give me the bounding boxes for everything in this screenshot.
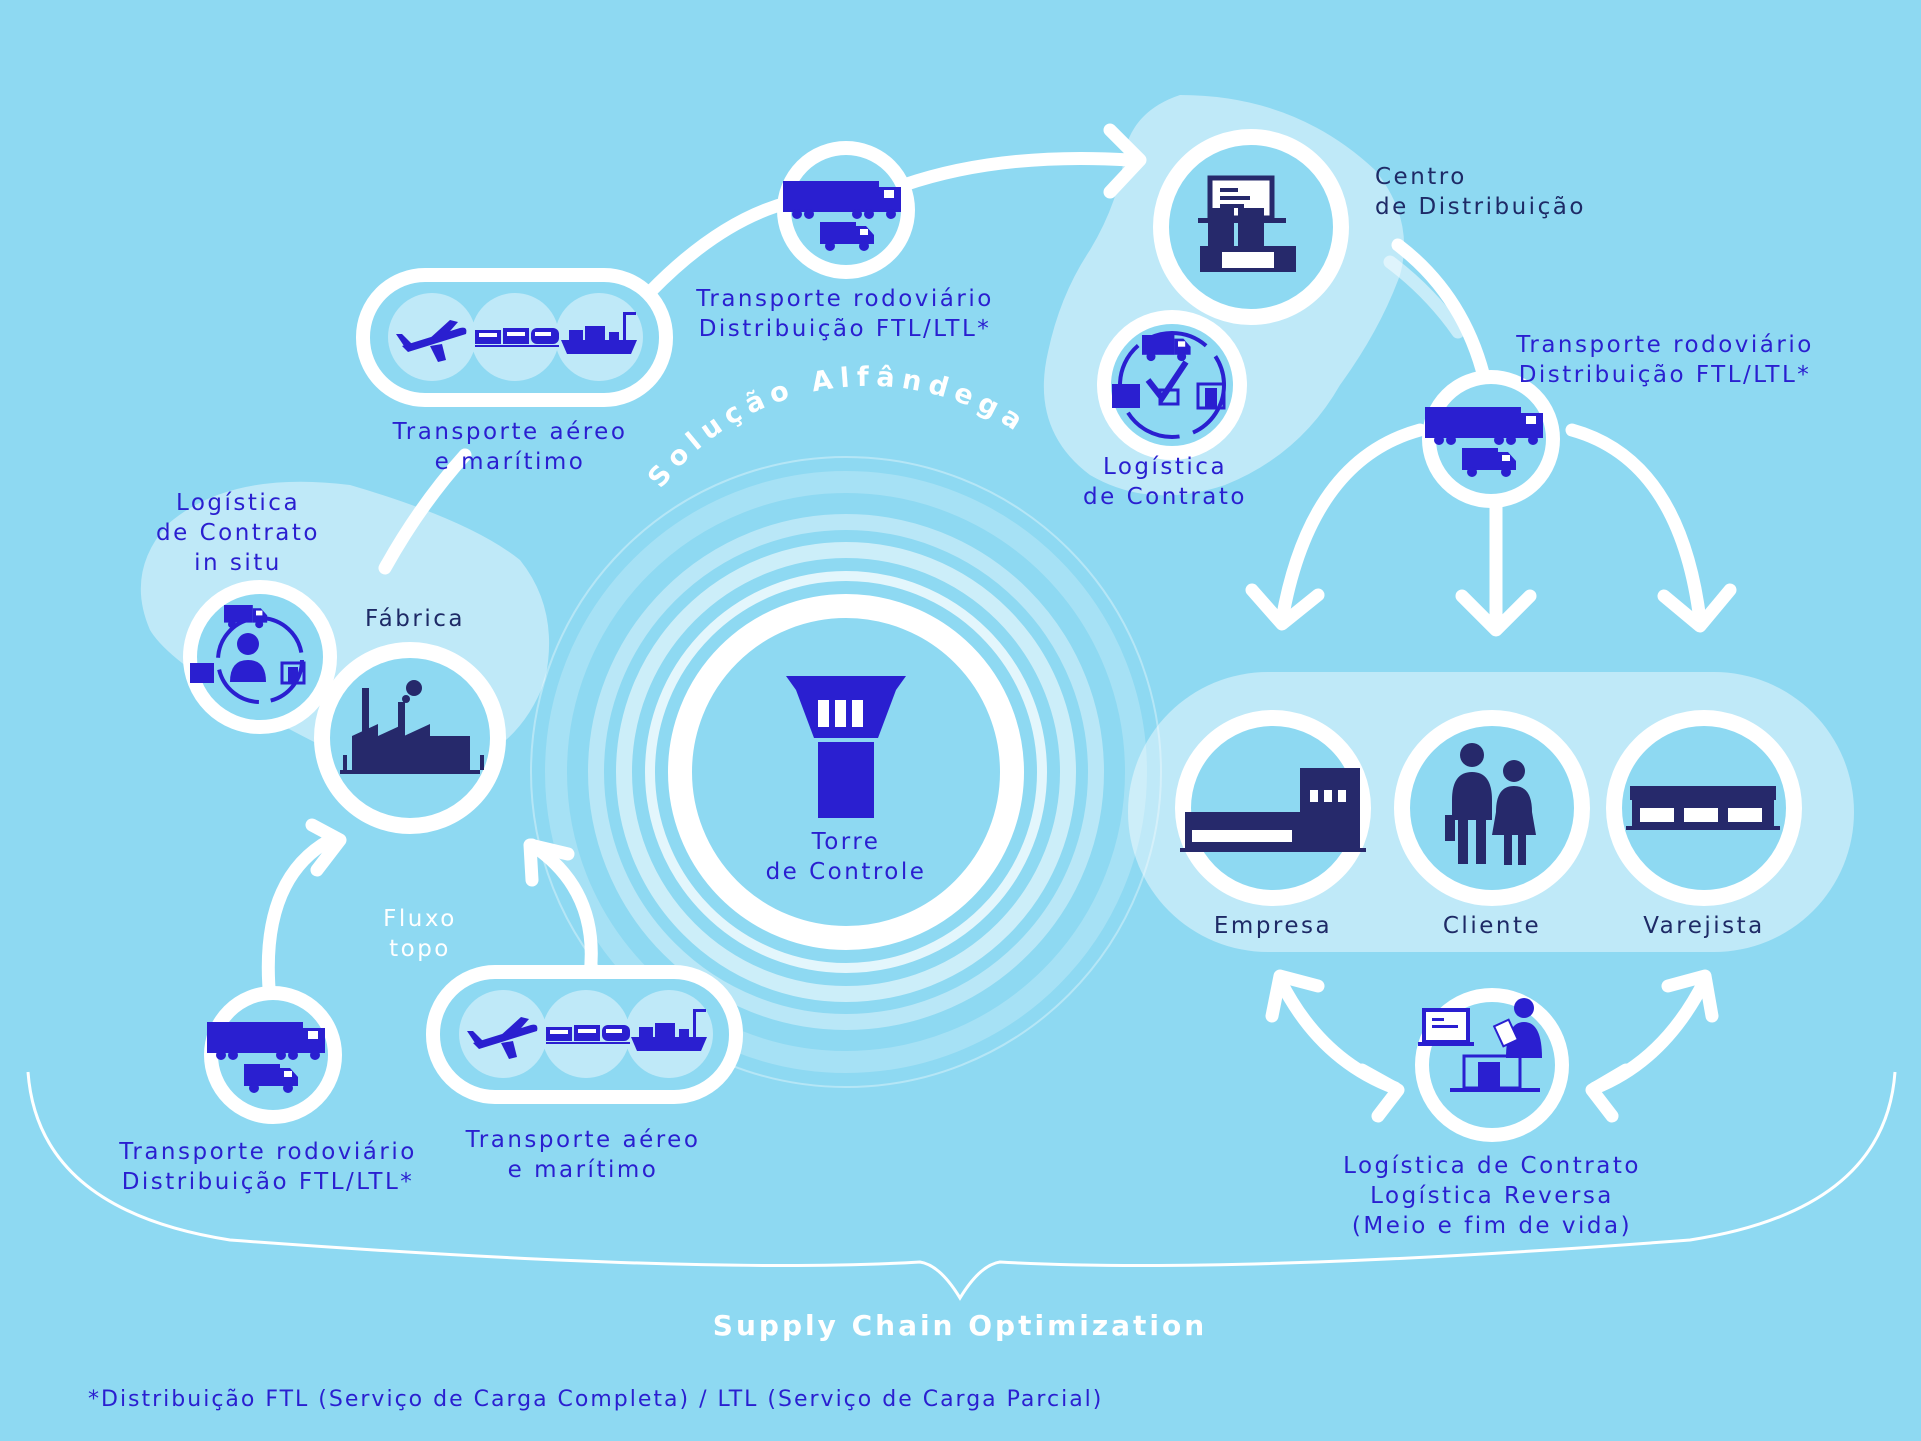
cliente-icon	[1445, 743, 1536, 865]
centro-line1: Centro	[1375, 164, 1467, 190]
fluxo-line1: Fluxo	[383, 906, 457, 932]
logistica-contrato-icon	[1112, 331, 1226, 439]
varejista-label: Varejista	[1614, 911, 1794, 941]
control-tower-label-line1: Torre	[811, 829, 881, 855]
logistica-in-situ-line2: de Contrato	[156, 520, 320, 546]
control-tower-label-line2: de Controle	[765, 859, 927, 885]
centro-label: Centro de Distribuição	[1375, 162, 1615, 222]
air-sea-bottom-line1: Transporte aéreo	[465, 1127, 701, 1153]
supply-chain-label: Supply Chain Optimization	[660, 1311, 1260, 1341]
reverse-line2: Logística Reversa	[1370, 1183, 1614, 1209]
reverse-line1: Logística de Contrato	[1343, 1153, 1641, 1179]
reverse-line3: (Meio e fim de vida)	[1351, 1213, 1633, 1239]
logistica-in-situ-line1: Logística	[175, 490, 301, 516]
fluxo-line2: topo	[389, 936, 451, 962]
cliente-label: Cliente	[1402, 911, 1582, 941]
arc-fragment	[1383, 255, 1465, 339]
air-sea-top-line1: Transporte aéreo	[392, 419, 628, 445]
control-tower-icon	[786, 676, 906, 818]
fabrica-label-text: Fábrica	[365, 606, 465, 632]
air-sea-top-line2: e marítimo	[434, 449, 586, 475]
air-sea-top-icons	[388, 293, 643, 381]
logistica-in-situ-circle	[183, 580, 337, 734]
air-sea-bottom-line2: e marítimo	[507, 1157, 659, 1183]
road-right-label: Transporte rodoviário Distribuição FTL/L…	[1505, 330, 1825, 390]
logistica-in-situ-icon	[190, 605, 306, 704]
fluxo-topo-label: Fluxo topo	[360, 904, 480, 964]
control-tower-label: Torre de Controle	[746, 827, 946, 887]
footnote: *Distribuição FTL (Serviço de Carga Comp…	[88, 1385, 1388, 1415]
varejista-label-text: Varejista	[1643, 913, 1765, 939]
reverse-logistics-icon	[1418, 998, 1542, 1092]
logistica-in-situ-line3: in situ	[194, 550, 282, 576]
road-right-line2: Distribuição FTL/LTL*	[1518, 362, 1812, 388]
logistica-contrato-line1: Logística	[1102, 454, 1228, 480]
supply-chain-text: Supply Chain Optimization	[712, 1309, 1208, 1342]
empresa-label: Empresa	[1183, 911, 1363, 941]
road-bottom-label: Transporte rodoviário Distribuição FTL/L…	[108, 1137, 428, 1197]
road-bottom-line2: Distribuição FTL/LTL*	[121, 1169, 415, 1195]
empresa-label-text: Empresa	[1213, 913, 1333, 939]
air-sea-top-label: Transporte aéreo e marítimo	[380, 417, 640, 477]
air-sea-bottom-label: Transporte aéreo e marítimo	[453, 1125, 713, 1185]
flow-arrows	[261, 123, 1737, 1123]
factory-icon	[340, 680, 484, 774]
control-tower-rings	[530, 456, 1162, 1088]
road-top-line1: Transporte rodoviário	[696, 286, 994, 312]
distribution-center-icon	[1198, 175, 1296, 272]
road-top-label: Transporte rodoviário Distribuição FTL/L…	[685, 284, 1005, 344]
varejista-icon	[1626, 786, 1780, 830]
empresa-circle	[1175, 710, 1371, 906]
fabrica-label: Fábrica	[330, 604, 500, 634]
empresa-icon	[1180, 768, 1366, 852]
air-sea-bottom-icons	[459, 990, 713, 1078]
supply-chain-brace	[26, 1071, 1897, 1301]
reverse-logistics-label: Logística de Contrato Logística Reversa …	[1332, 1151, 1652, 1241]
cliente-label-text: Cliente	[1442, 913, 1542, 939]
road-top-line2: Distribuição FTL/LTL*	[698, 316, 992, 342]
logistica-contrato-line2: de Contrato	[1083, 484, 1247, 510]
logistica-in-situ-label: Logística de Contrato in situ	[128, 488, 348, 578]
road-bottom-line1: Transporte rodoviário	[119, 1139, 417, 1165]
logistica-contrato-label: Logística de Contrato	[1065, 452, 1265, 512]
road-right-line1: Transporte rodoviário	[1516, 332, 1814, 358]
centro-line2: de Distribuição	[1375, 194, 1586, 220]
footnote-text: *Distribuição FTL (Serviço de Carga Comp…	[88, 1387, 1104, 1412]
